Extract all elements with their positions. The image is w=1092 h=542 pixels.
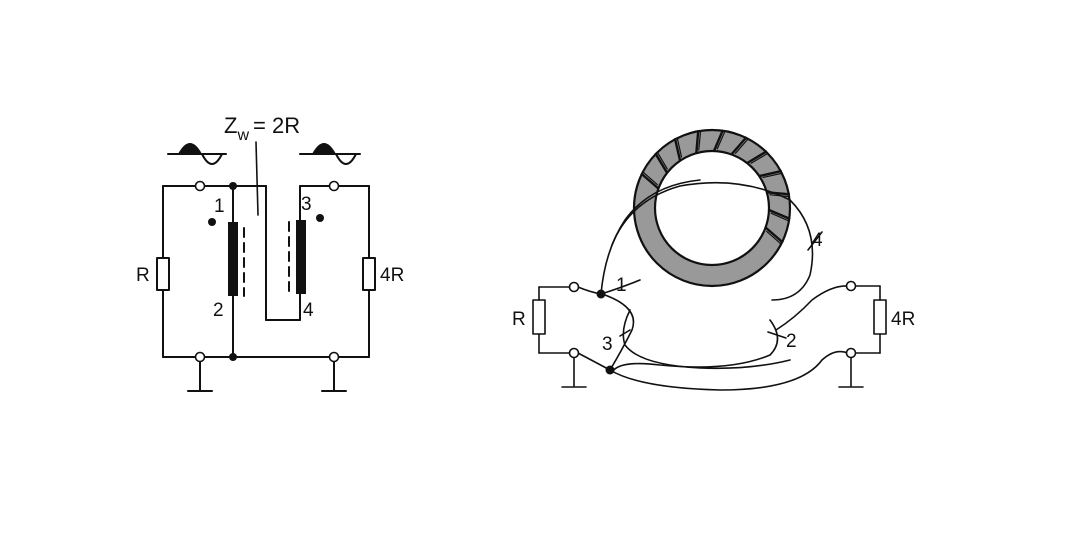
toroid-wiring xyxy=(538,179,881,391)
resistor-r xyxy=(156,257,170,291)
secondary-winding xyxy=(296,220,306,294)
toroid-junction-top xyxy=(596,289,606,299)
pin-1-label: 1 xyxy=(214,196,225,217)
wire-2-label: 2 xyxy=(786,331,797,352)
winding-turn xyxy=(762,172,783,179)
schematic-wiring xyxy=(162,185,370,392)
toroid-resistor-4r xyxy=(873,299,887,335)
junction-bottom xyxy=(229,353,237,361)
winding-turn xyxy=(656,151,669,170)
winding-turn xyxy=(768,208,791,221)
output-waveform-icon xyxy=(299,143,361,165)
winding-turn xyxy=(698,130,702,151)
wire-3-label: 3 xyxy=(602,334,613,355)
winding-turn xyxy=(750,152,769,165)
winding-turn xyxy=(730,136,748,156)
toroid-winding-turns xyxy=(640,129,791,245)
winding-turn xyxy=(654,152,669,174)
schematic-diagram: Zw= 2R xyxy=(136,113,404,392)
pin-4-label: 4 xyxy=(303,300,314,321)
input-terminal-bottom xyxy=(194,351,206,363)
winding-turn xyxy=(642,171,659,186)
pin-2-label: 2 xyxy=(213,300,224,321)
wire-4-label: 4 xyxy=(812,230,823,251)
polarity-dot-primary xyxy=(208,218,216,226)
winding-turn xyxy=(695,130,700,154)
toroid-resistor-4r-label: 4R xyxy=(891,309,915,330)
impedance-pointer xyxy=(255,141,259,216)
output-terminal-bottom xyxy=(328,351,340,363)
winding-turn xyxy=(746,150,768,165)
wire-1-label: 1 xyxy=(616,275,627,296)
input-waveform-icon xyxy=(167,143,227,165)
winding-turn xyxy=(764,226,784,244)
toroid-junction-bottom xyxy=(605,365,615,375)
junction-top xyxy=(229,182,237,190)
toroid-core xyxy=(632,128,792,288)
winding-turn xyxy=(676,137,683,158)
toroid-resistor-r xyxy=(532,299,546,335)
winding-turn xyxy=(716,130,726,150)
polarity-dot-secondary xyxy=(316,214,324,222)
winding-turn xyxy=(759,169,783,178)
toroid-input-terminal-bottom xyxy=(568,347,580,359)
winding-turn xyxy=(765,230,782,245)
winding-turn xyxy=(712,129,725,152)
toroid-output-terminal-top xyxy=(845,280,857,292)
winding-turn xyxy=(640,172,660,190)
toroid-input-terminal-top xyxy=(568,281,580,293)
toroid-resistor-r-label: R xyxy=(512,309,526,330)
winding-turn xyxy=(770,212,790,222)
output-terminal-top xyxy=(328,180,340,192)
toroid-diagram: R 4R 1 2 3 4 xyxy=(512,128,915,391)
winding-turn xyxy=(734,138,749,155)
schematic-resistor-4r-label: 4R xyxy=(380,265,404,286)
primary-winding xyxy=(228,222,238,296)
winding-turn xyxy=(673,137,682,161)
input-terminal-top xyxy=(194,180,206,192)
impedance-label: Zw= 2R xyxy=(224,113,300,144)
schematic-resistor-r-label: R xyxy=(136,265,150,286)
toroid-output-terminal-bottom xyxy=(845,347,857,359)
pin-3-label: 3 xyxy=(301,194,312,215)
resistor-4r xyxy=(362,257,376,291)
